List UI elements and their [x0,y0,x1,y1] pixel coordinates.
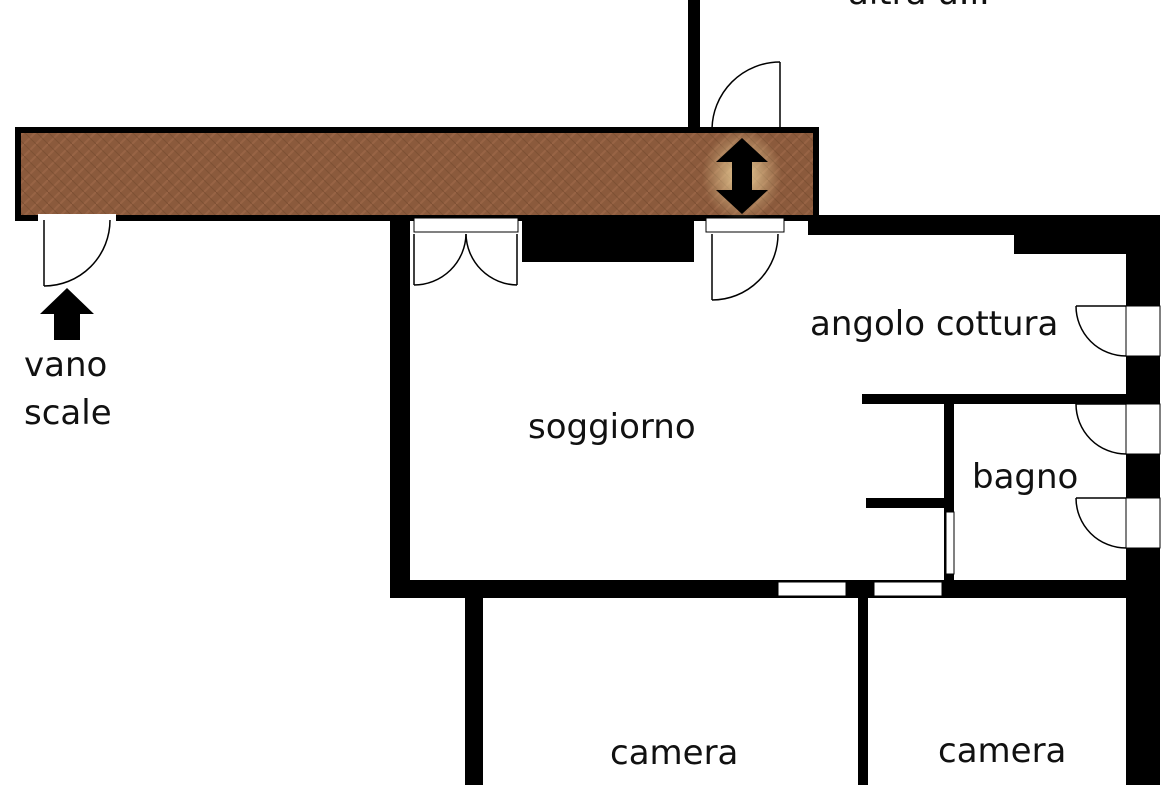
door-living-double[interactable] [413,233,518,286]
window-bath-1 [1075,403,1161,455]
door-bedroom-right[interactable] [873,581,943,597]
window-bath-2 [1075,497,1161,549]
window-top-living [413,217,519,233]
label-living: soggiorno [528,407,696,447]
window-kitchen [1075,305,1161,357]
door-bath[interactable] [945,511,955,575]
label-bedroom-right: camera [938,731,1066,771]
door-stairwell[interactable] [38,214,116,287]
label-kitchen: angolo cottura [810,304,1058,344]
window-top-entry [705,217,785,233]
door-upper-unit[interactable] [710,61,790,131]
label-bedroom-left: camera [610,733,738,773]
arrow-up-icon [40,288,94,340]
door-bedroom-left[interactable] [777,581,847,597]
double-arrow-vertical-icon [702,129,782,221]
label-stairwell-line2: scale [24,393,112,433]
label-stairwell-line1: vano [24,345,107,385]
apartment-walls [390,215,1160,785]
door-entry[interactable] [711,233,779,301]
corridor [15,127,819,221]
wall-upper-vertical [688,0,700,130]
label-other-unit: altra u.i. [848,0,990,13]
label-bath: bagno [972,457,1078,497]
